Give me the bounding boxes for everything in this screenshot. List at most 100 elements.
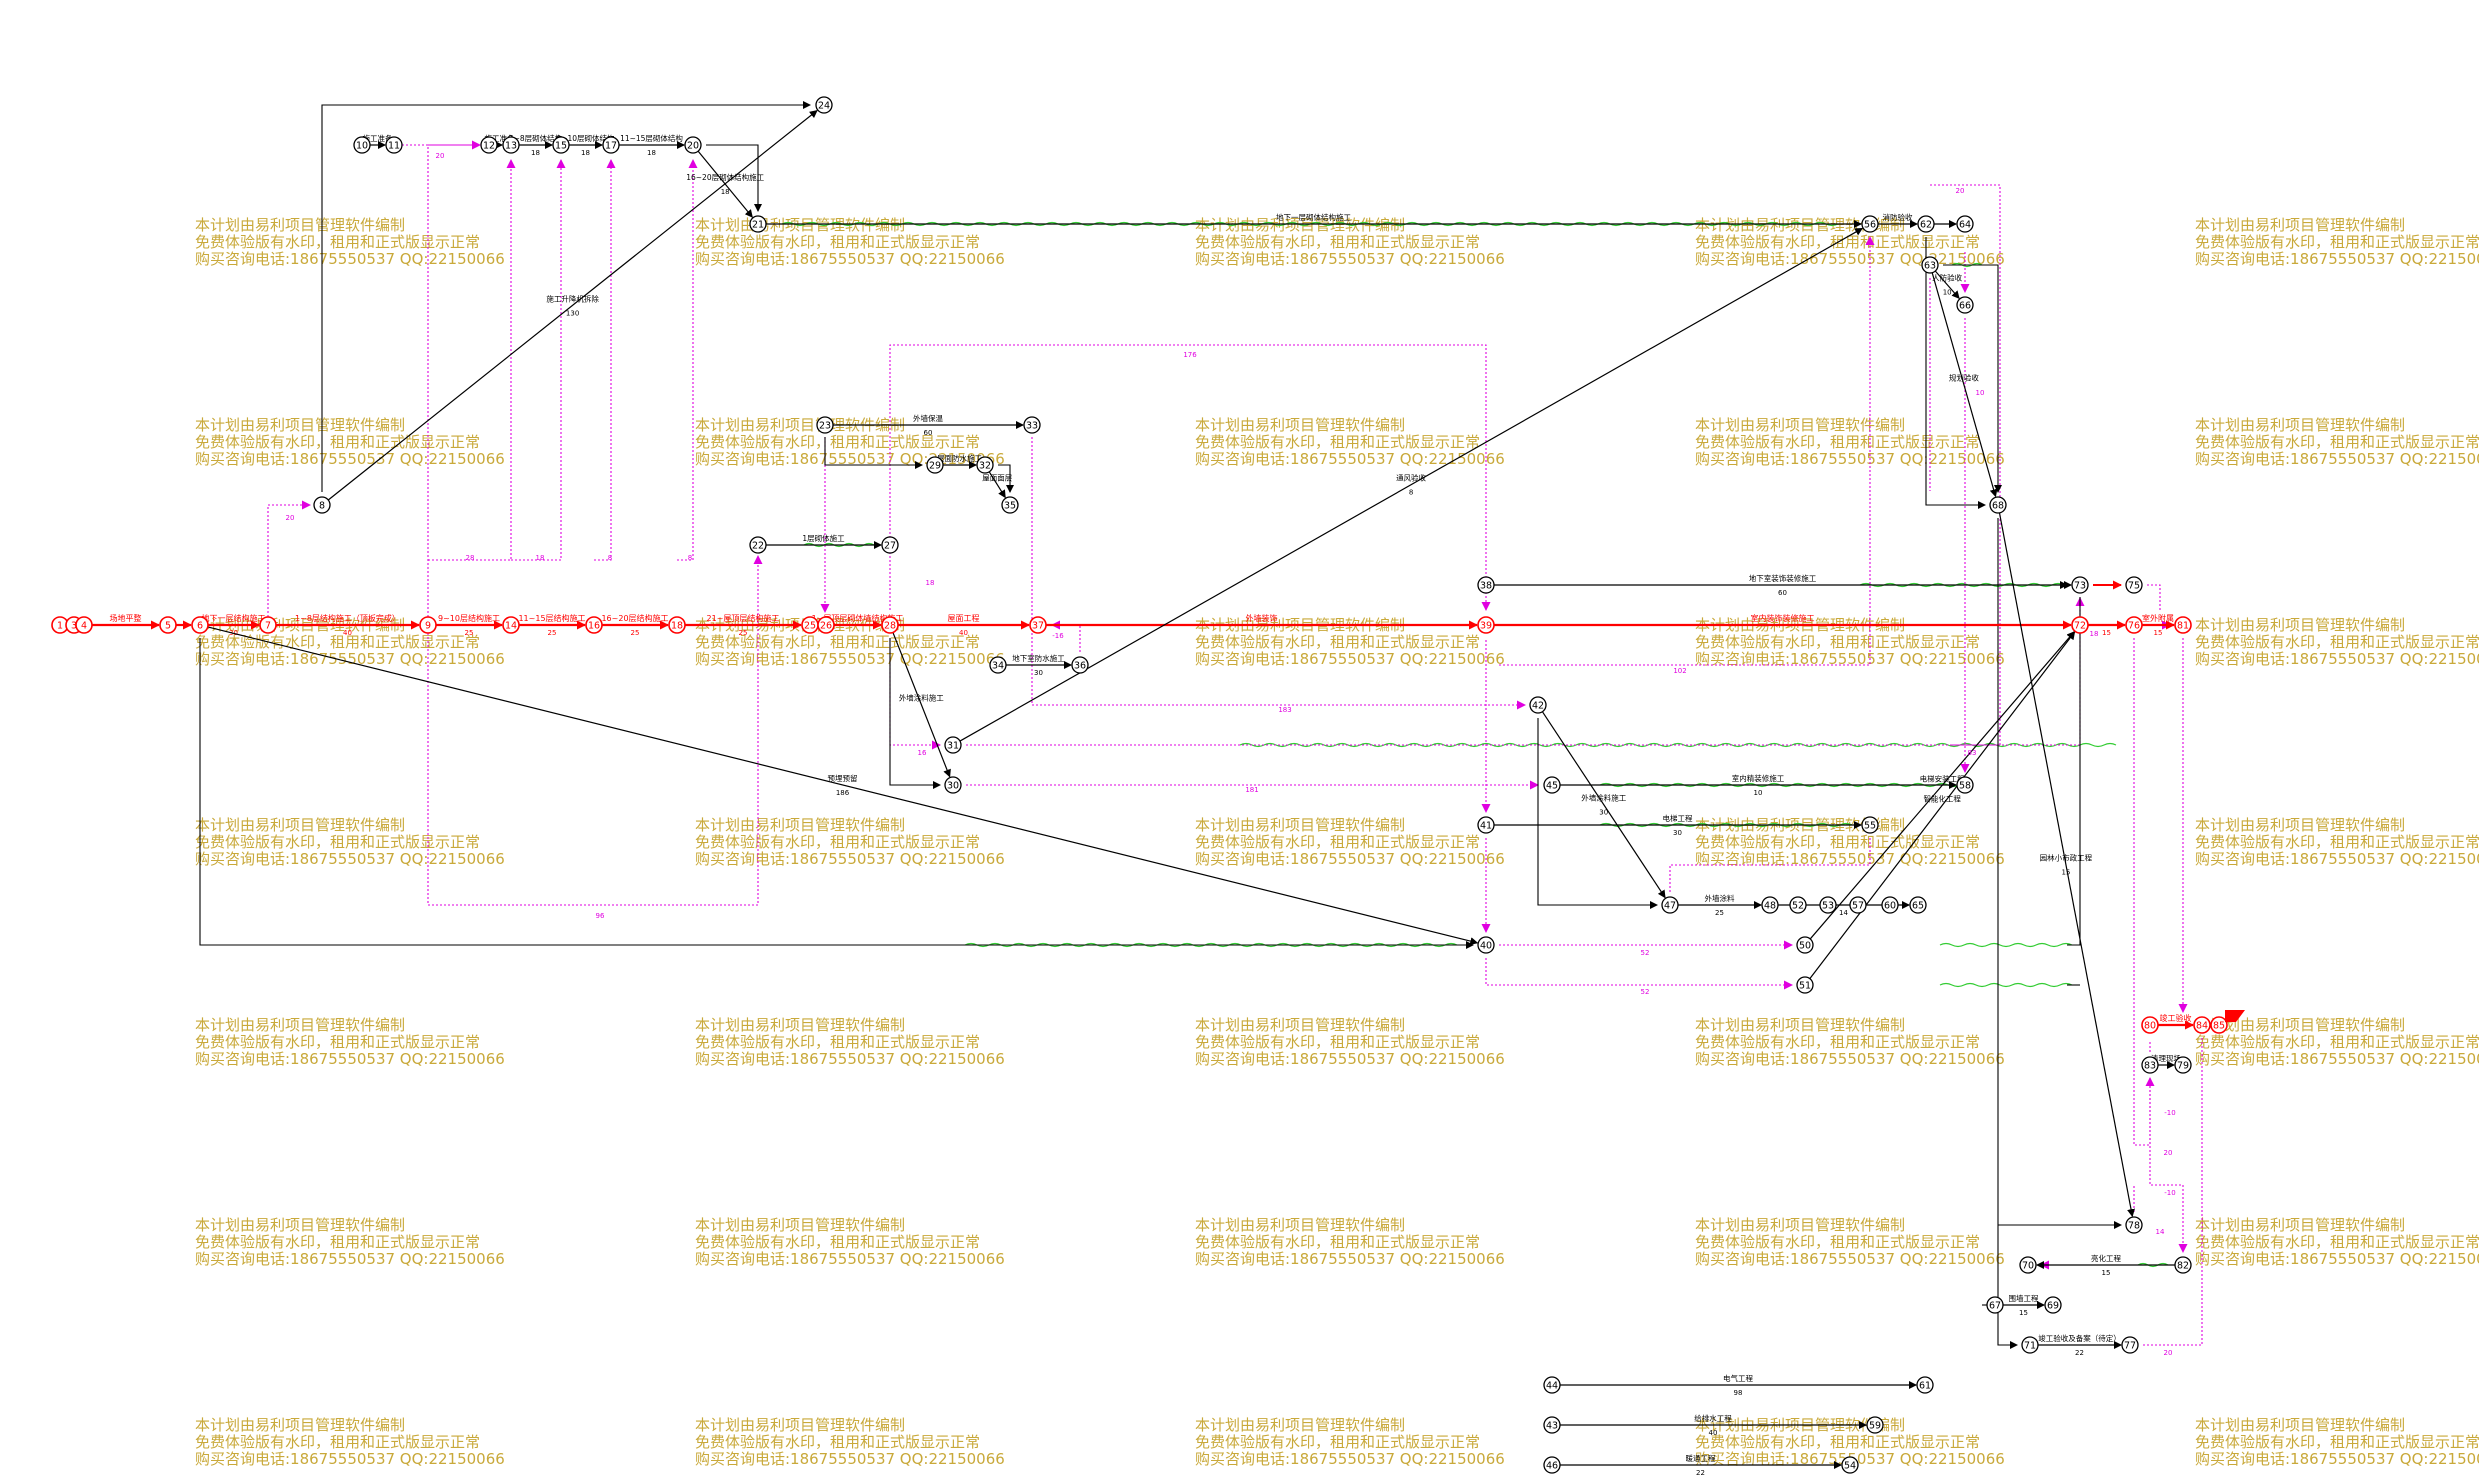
watermark-text: 购买咨询电话:18675550537 QQ:22150066 (195, 1450, 505, 1468)
event-node: 37 (1029, 616, 1047, 634)
event-node-circle (1909, 896, 1927, 914)
event-node-number: 76 (2128, 621, 2140, 632)
event-node-number: 51 (1799, 981, 1811, 992)
event-node-circle (2071, 616, 2089, 634)
event-node: 73 (2071, 576, 2089, 594)
activity-label: 11~15层结构施工 (518, 613, 585, 623)
watermark-text: 本计划由易利项目管理软件编制 (2195, 416, 2405, 434)
watermark-text: 购买咨询电话:18675550537 QQ:22150066 (1695, 1050, 2005, 1068)
event-node-number: 42 (1532, 701, 1544, 712)
activity-duration: 15 (2102, 629, 2111, 637)
connector-line (824, 437, 923, 469)
activity-label: 室内装饰装修施工 (1751, 613, 1815, 623)
event-node-number: 59 (1869, 1421, 1881, 1432)
event-node: 48 (1761, 896, 1779, 914)
connector-line (2067, 612, 2081, 946)
event-node-circle (159, 616, 177, 634)
event-node-number: 38 (1480, 581, 1492, 592)
event-node: 43 (1543, 1416, 1561, 1434)
watermark-text: 购买咨询电话:18675550537 QQ:22150066 (695, 850, 1005, 868)
event-node-number: 52 (1792, 901, 1804, 912)
event-node-number: 4 (81, 621, 87, 632)
watermark-text: 免费体验版有水印，租用和正式版显示正常 (195, 633, 480, 651)
activity-label: 21~屋顶层结构施工 (707, 613, 780, 623)
event-node: 12 (480, 136, 498, 154)
event-node: 38 (1477, 576, 1495, 594)
event-node: 22 (749, 536, 767, 554)
dummy-link (594, 159, 616, 561)
event-node-circle (2071, 576, 2089, 594)
event-node-circle (2021, 1336, 2039, 1354)
watermark-text: 免费体验版有水印，租用和正式版显示正常 (2195, 1433, 2479, 1451)
activity-duration: 60 (924, 429, 933, 437)
connector-line (1997, 518, 2018, 1349)
activity-duration: 8 (1409, 489, 1413, 497)
event-node: 62 (1917, 215, 1935, 233)
activity-label: 亮化工程 (2091, 1253, 2121, 1263)
event-node: 39 (1477, 616, 1495, 634)
event-node: 21 (749, 215, 767, 233)
event-node-number: 54 (1844, 1461, 1856, 1472)
event-node: 77 (2121, 1336, 2139, 1354)
event-node-circle (1477, 616, 1495, 634)
watermark-text: 免费体验版有水印，租用和正式版显示正常 (2195, 633, 2479, 651)
activity-arrow (1931, 272, 1998, 498)
event-node-circle (881, 616, 899, 634)
activity-duration: 22 (2075, 1349, 2084, 1357)
dummy-link (889, 344, 1491, 611)
watermark-text: 本计划由易利项目管理软件编制 (1195, 1016, 1405, 1034)
event-node: 18 (668, 616, 686, 634)
event-node-number: 53 (1822, 901, 1834, 912)
event-node: 10 (353, 136, 371, 154)
event-node-number: 64 (1959, 220, 1971, 231)
event-node-number: 21 (752, 220, 764, 231)
event-node: 52 (1789, 896, 1807, 914)
event-node-circle (1956, 776, 1974, 794)
activity-label: 9~10层砌体结构 (556, 133, 615, 143)
event-node-circle (2019, 1256, 2037, 1274)
event-node-circle (1841, 1456, 1859, 1474)
connector-line (321, 101, 811, 492)
watermark-text: 免费体验版有水印，租用和正式版显示正常 (1195, 233, 1480, 251)
dummy-duration: 20 (436, 152, 445, 160)
activity-label: 地下一层结构施工 (202, 613, 266, 623)
finish-flag-icon (2225, 1010, 2245, 1022)
event-node-number: 6 (197, 621, 203, 632)
event-node-circle (749, 536, 767, 554)
watermark-text: 免费体验版有水印，租用和正式版显示正常 (1695, 1233, 1980, 1251)
activity-duration: 14 (1839, 909, 1848, 917)
watermark-text: 免费体验版有水印，租用和正式版显示正常 (2195, 833, 2479, 851)
event-node-circle (684, 136, 702, 154)
activity-label: 屋面防水施工 (937, 453, 982, 463)
event-node-number: 62 (1920, 220, 1932, 231)
watermark-text: 本计划由易利项目管理软件编制 (695, 816, 905, 834)
event-node: 54 (1841, 1456, 1859, 1474)
event-node-number: 44 (1546, 1381, 1558, 1392)
activity-label: 16~20层结构施工 (601, 613, 668, 623)
activity-label: 屋面面层 (982, 474, 1012, 483)
activity-label: 消防验收 (1883, 212, 1913, 222)
event-node-number: 48 (1764, 901, 1776, 912)
watermark-layer: 本计划由易利项目管理软件编制免费体验版有水印，租用和正式版显示正常购买咨询电话:… (195, 216, 2479, 1468)
watermark-text: 本计划由易利项目管理软件编制 (2195, 816, 2405, 834)
event-node-number: 37 (1032, 621, 1044, 632)
activity-duration: 18 (721, 188, 730, 196)
activity-edges: 场地平整地下一层结构施工301~8层结构施工（顶板完成）409~10层结构施工2… (64, 109, 2194, 1476)
watermark-text: 免费体验版有水印，租用和正式版显示正常 (695, 433, 980, 451)
activity-duration: 130 (566, 309, 579, 317)
event-node-circle (749, 215, 767, 233)
activity-duration: 30 (1599, 809, 1608, 817)
event-node: 11 (385, 136, 403, 154)
activity-duration: 18 (647, 149, 656, 157)
activity-arrow (207, 626, 1479, 946)
activity-arrow (697, 150, 753, 218)
event-node-circle (313, 496, 331, 514)
activity-label: 外墙保温 (913, 413, 943, 423)
watermark-text: 免费体验版有水印，租用和正式版显示正常 (1195, 433, 1480, 451)
activity-duration: 40 (959, 629, 968, 637)
event-node: 68 (1989, 496, 2007, 514)
dummy-duration: 181 (1245, 786, 1258, 794)
watermark-text: 本计划由易利项目管理软件编制 (695, 1216, 905, 1234)
dummy-duration: 10 (1976, 389, 1985, 397)
watermark-text: 本计划由易利项目管理软件编制 (195, 816, 405, 834)
